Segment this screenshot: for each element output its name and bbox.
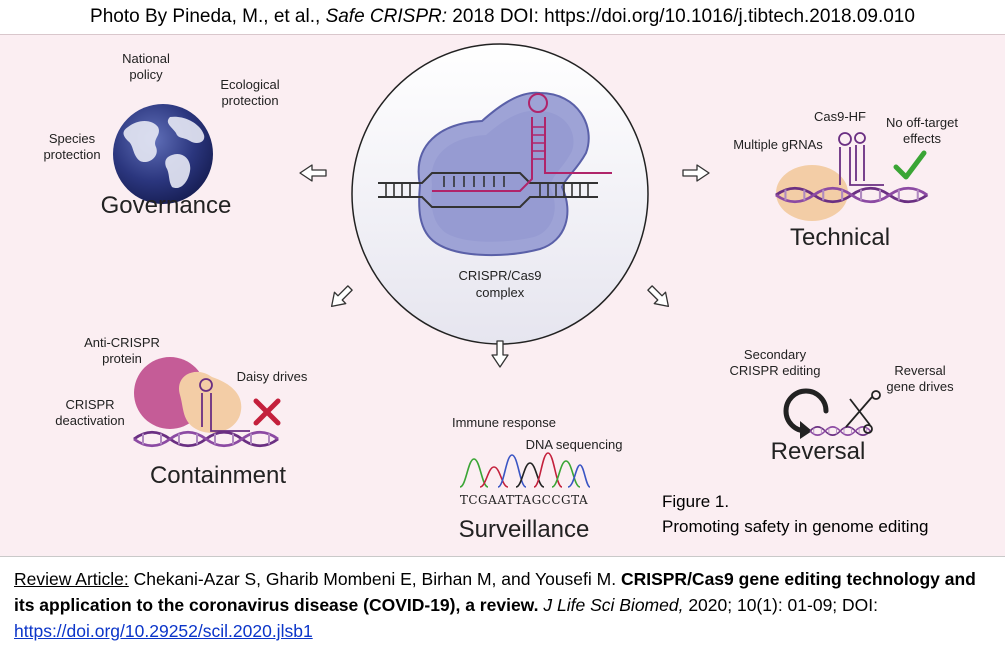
governance-section: National policy Ecological protection Sp… bbox=[43, 51, 279, 219]
arrow-to-reversal-icon bbox=[643, 281, 675, 313]
national-policy-line1: National bbox=[122, 51, 170, 66]
citation-label: Review Article: bbox=[14, 569, 129, 589]
credit-prefix: Photo By Pineda, M., et al., bbox=[90, 6, 326, 27]
cross-icon bbox=[253, 398, 281, 426]
globe-icon bbox=[113, 104, 213, 204]
technical-section: Cas9-HF No off-target effects Multiple g… bbox=[733, 109, 958, 251]
technical-grna-hairpin bbox=[838, 132, 884, 186]
no-off-target-line1: No off-target bbox=[886, 115, 958, 130]
figure-caption: Figure 1. Promoting safety in genome edi… bbox=[662, 489, 997, 539]
containment-title: Containment bbox=[150, 462, 286, 489]
species-protection-line2: protection bbox=[43, 147, 100, 162]
dna-sequence-readout: TCGAATTAGCCGTA bbox=[460, 493, 588, 507]
technical-title: Technical bbox=[790, 224, 890, 251]
containment-dna-helix bbox=[132, 430, 280, 448]
citation-journal: J Life Sci Biomed, bbox=[543, 595, 684, 615]
reversal-gene-drives-line2: gene drives bbox=[886, 379, 954, 394]
caption-line2: Promoting safety in genome editing bbox=[662, 517, 929, 536]
crispr-deactivation-line2: deactivation bbox=[55, 413, 124, 428]
photo-credit-header: Photo By Pineda, M., et al., Safe CRISPR… bbox=[0, 0, 1005, 34]
citation-details: 2020; 10(1): 01-09; DOI: bbox=[683, 595, 879, 615]
daisy-drives-label: Daisy drives bbox=[237, 369, 308, 384]
dna-sequencing-label: DNA sequencing bbox=[526, 437, 623, 452]
scissors-icon bbox=[845, 390, 881, 434]
cas9-complex-group: CRISPR/Cas9 complex bbox=[351, 43, 649, 345]
ecological-protection-line1: Ecological bbox=[220, 77, 279, 92]
reversal-title: Reversal bbox=[771, 438, 866, 465]
arrow-to-surveillance-icon bbox=[491, 340, 509, 368]
arrow-to-technical-icon bbox=[682, 164, 710, 182]
reversal-gene-drives-line1: Reversal bbox=[894, 363, 945, 378]
secondary-crispr-line1: Secondary bbox=[744, 347, 807, 362]
chromatogram-trace bbox=[459, 452, 591, 488]
anti-crispr-line1: Anti-CRISPR bbox=[84, 335, 160, 350]
ecological-protection-line2: protection bbox=[221, 93, 278, 108]
complex-label-line1: CRISPR/Cas9 bbox=[458, 268, 541, 283]
multiple-grnas-label: Multiple gRNAs bbox=[733, 137, 823, 152]
citation-doi-link[interactable]: https://doi.org/10.29252/scil.2020.jlsb1 bbox=[14, 621, 313, 641]
arrow-to-containment-icon bbox=[325, 281, 357, 313]
governance-title: Governance bbox=[101, 192, 232, 219]
reversal-section: Secondary CRISPR editing Reversal gene d… bbox=[729, 347, 954, 465]
anti-crispr-line2: protein bbox=[102, 351, 142, 366]
complex-label-line2: complex bbox=[476, 285, 525, 300]
surveillance-title: Surveillance bbox=[459, 516, 590, 543]
containment-section: Anti-CRISPR protein Daisy drives CRISPR … bbox=[55, 335, 308, 489]
citation-title: CRISPR/Cas9 gene editing technology and … bbox=[14, 569, 976, 615]
surveillance-section: TCGAATTAGCCGTA Immune response DNA seque… bbox=[452, 415, 622, 543]
crispr-deactivation-line1: CRISPR bbox=[65, 397, 114, 412]
cas9hf-label: Cas9-HF bbox=[814, 109, 866, 124]
citation-authors: Chekani-Azar S, Gharib Mombeni E, Birhan… bbox=[128, 569, 621, 589]
guide-rna bbox=[432, 93, 612, 192]
credit-source: Safe CRISPR: bbox=[325, 6, 447, 27]
figure-panel: CRISPR/Cas9 complex National policy Ecol… bbox=[0, 34, 1005, 557]
no-off-target-line2: effects bbox=[903, 131, 942, 146]
credit-doi: DOI: https://doi.org/10.1016/j.tibtech.2… bbox=[499, 6, 915, 27]
check-icon bbox=[893, 150, 927, 180]
containment-grna-hairpin bbox=[199, 378, 250, 432]
safe-crispr-diagram: CRISPR/Cas9 complex National policy Ecol… bbox=[43, 43, 958, 543]
national-policy-line2: policy bbox=[129, 67, 163, 82]
arrow-to-governance-icon bbox=[299, 164, 327, 182]
secondary-crispr-line2: CRISPR editing bbox=[729, 363, 820, 378]
immune-response-label: Immune response bbox=[452, 415, 556, 430]
globe-continents bbox=[123, 116, 205, 189]
species-protection-line1: Species bbox=[49, 131, 96, 146]
caption-line1: Figure 1. bbox=[662, 492, 730, 511]
credit-year: 2018 bbox=[447, 6, 500, 27]
citation-block: Review Article: Chekani-Azar S, Gharib M… bbox=[14, 566, 999, 644]
reversal-dna-helix bbox=[809, 426, 872, 436]
circular-arrow-icon bbox=[783, 388, 829, 439]
target-dna bbox=[378, 172, 598, 208]
